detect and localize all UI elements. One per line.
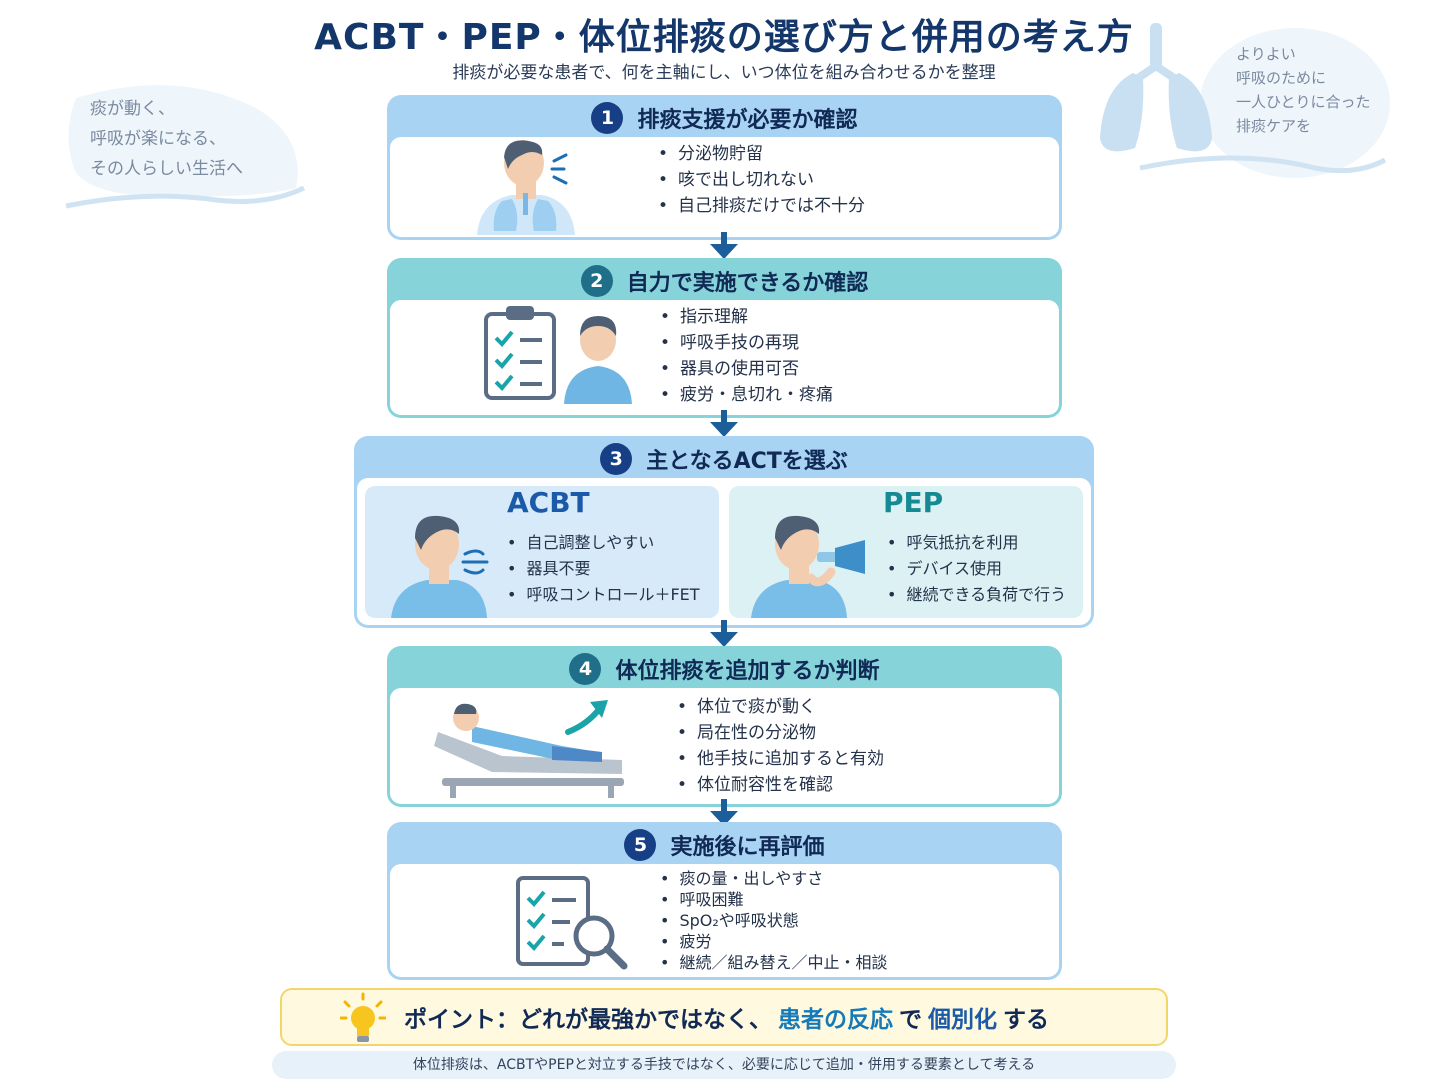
page-title: ACBT・PEP・体位排痰の選び方と併用の考え方 (314, 17, 1134, 58)
step-3-header: 3 主となるACTを選ぶ (354, 436, 1094, 482)
step-title: 排痰支援が必要か確認 (637, 108, 858, 133)
step-2: 2 自力で実施できるか確認 指示理解 呼吸手技の再現 器具の使用可否 疲労・息切… (387, 258, 1062, 418)
list-item: 指示理解 (660, 304, 833, 330)
list-item: 咳で出し切れない (658, 167, 865, 193)
decorative-cloud-left (65, 85, 306, 209)
pep-title: PEP (883, 486, 944, 519)
flow-arrow-down-icon (710, 620, 738, 647)
list-item: 継続できる負荷で行う (887, 582, 1066, 608)
page-subtitle: 排痰が必要な患者で、何を主軸にし、いつ体位を組み合わせるかを整理 (452, 63, 996, 83)
pep-list: 呼気抵抗を利用 デバイス使用 継続できる負荷で行う (887, 530, 1066, 608)
step-title: 実施後に再評価 (670, 835, 825, 860)
step-1-body: 分泌物貯留 咳で出し切れない 自己排痰だけでは不十分 (390, 137, 1059, 237)
step-title: 体位排痰を追加するか判断 (615, 659, 880, 684)
list-item: 呼気抵抗を利用 (887, 530, 1066, 556)
deco-left-text: 痰が動く、 呼吸が楽になる、 その人らしい生活へ (90, 94, 243, 184)
step-2-body: 指示理解 呼吸手技の再現 器具の使用可否 疲労・息切れ・疼痛 (390, 300, 1059, 415)
list-item: 呼吸コントロール＋FET (507, 582, 699, 608)
point-text: ポイント：どれが最強かではなく、患者の反応で個別化する (404, 990, 1049, 1044)
flow-arrow-down-icon (710, 410, 738, 437)
person-icon (564, 316, 632, 404)
step-1-list: 分泌物貯留 咳で出し切れない 自己排痰だけでは不十分 (658, 141, 865, 219)
step-number-badge: 1 (591, 102, 624, 134)
step-2-list: 指示理解 呼吸手技の再現 器具の使用可否 疲労・息切れ・疼痛 (660, 304, 833, 408)
list-item: 呼吸困難 (660, 889, 887, 910)
pep-card: PEP 呼気抵抗を利用 デバイス使用 継続できる負荷で行う (729, 486, 1083, 618)
person-pep-device-icon (751, 515, 865, 618)
list-item: 自己排痰だけでは不十分 (658, 193, 865, 219)
step-title: 主となるACTを選ぶ (646, 449, 848, 474)
point-highlight-individualize: 個別化 (928, 1007, 997, 1033)
step-3: 3 主となるACTを選ぶ ACBT 自己調整しやすい 器具不要 呼吸コントロール… (354, 436, 1094, 628)
step-4: 4 体位排痰を追加するか判断 体位で痰が動く 局在性の分泌物 他手技に追加すると… (387, 646, 1062, 807)
flow-arrow-down-icon (710, 232, 738, 259)
list-item: 体位耐容性を確認 (677, 772, 884, 798)
deco-right-line: 排痰ケアを (1236, 117, 1312, 135)
list-item: 痰の量・出しやすさ (660, 868, 887, 889)
deco-right-text: よりよい 呼吸のために 一人ひとりに合った 排痰ケアを (1236, 42, 1371, 138)
list-item: 疲労 (660, 931, 887, 952)
step-5-body: 痰の量・出しやすさ 呼吸困難 SpO₂や呼吸状態 疲労 継続／組み替え／中止・相… (390, 864, 1059, 977)
list-item: 継続／組み替え／中止・相談 (660, 952, 887, 973)
acbt-title: ACBT (507, 486, 590, 519)
lungs-icon (1100, 23, 1390, 178)
step-2-header: 2 自力で実施できるか確認 (387, 258, 1062, 304)
step-4-body: 体位で痰が動く 局在性の分泌物 他手技に追加すると有効 体位耐容性を確認 (390, 688, 1059, 804)
person-exhaling-icon (391, 515, 489, 618)
deco-left-line: その人らしい生活へ (90, 159, 243, 179)
person-breathing-icon (477, 140, 575, 235)
step-number-badge: 4 (569, 653, 602, 685)
list-item: デバイス使用 (887, 556, 1066, 582)
deco-left-line: 痰が動く、 (90, 99, 175, 119)
point-callout: ポイント：どれが最強かではなく、患者の反応で個別化する (280, 988, 1168, 1046)
flow-arrow-down-icon (710, 799, 738, 826)
step-4-header: 4 体位排痰を追加するか判断 (387, 646, 1062, 692)
lightbulb-icon (340, 992, 386, 1042)
list-item: 呼吸手技の再現 (660, 330, 833, 356)
deco-left-line: 呼吸が楽になる、 (90, 129, 226, 149)
point-highlight-reaction: 患者の反応 (778, 1007, 893, 1033)
step-number-badge: 5 (624, 829, 657, 861)
clipboard-checklist-icon (484, 306, 556, 400)
step-number-badge: 2 (580, 265, 613, 297)
point-prefix: ポイント：どれが最強かではなく、 (404, 1007, 772, 1033)
list-item: 疲労・息切れ・疼痛 (660, 382, 833, 408)
list-item: 体位で痰が動く (677, 694, 884, 720)
acbt-list: 自己調整しやすい 器具不要 呼吸コントロール＋FET (507, 530, 700, 608)
list-item: 他手技に追加すると有効 (677, 746, 884, 772)
step-number-badge: 3 (600, 443, 633, 475)
step-5: 5 実施後に再評価 痰の量・出しやすさ 呼吸困難 SpO₂や呼吸状態 疲労 継続… (387, 822, 1062, 980)
deco-right-line: よりよい (1236, 45, 1296, 63)
list-item: 分泌物貯留 (658, 141, 865, 167)
deco-right-line: 一人ひとりに合った (1236, 93, 1371, 111)
list-item: 器具の使用可否 (660, 356, 833, 382)
list-item: 器具不要 (507, 556, 700, 582)
step-1-header: 1 排痰支援が必要か確認 (387, 95, 1062, 141)
step-4-list: 体位で痰が動く 局在性の分泌物 他手技に追加すると有効 体位耐容性を確認 (677, 694, 884, 798)
step-5-header: 5 実施後に再評価 (387, 822, 1062, 868)
list-item: SpO₂や呼吸状態 (660, 910, 887, 931)
list-item: 自己調整しやすい (507, 530, 700, 556)
step-title: 自力で実施できるか確認 (626, 271, 869, 296)
patient-on-tilted-bed-icon (434, 700, 624, 798)
footnote: 体位排痰は、ACBTやPEPと対立する手技ではなく、必要に応じて追加・併用する要… (272, 1051, 1176, 1079)
step-3-body: ACBT 自己調整しやすい 器具不要 呼吸コントロール＋FET PEP 呼気抵抗… (357, 478, 1091, 625)
step-1: 1 排痰支援が必要か確認 分泌物貯留 咳で出し切れない 自己排痰だけでは不十分 (387, 95, 1062, 240)
acbt-card: ACBT 自己調整しやすい 器具不要 呼吸コントロール＋FET (365, 486, 719, 618)
list-item: 局在性の分泌物 (677, 720, 884, 746)
deco-right-line: 呼吸のために (1236, 69, 1327, 87)
point-suffix: する (1003, 1007, 1049, 1033)
step-5-list: 痰の量・出しやすさ 呼吸困難 SpO₂や呼吸状態 疲労 継続／組み替え／中止・相… (660, 868, 887, 973)
point-mid: で (899, 1007, 922, 1033)
checklist-magnifier-icon (516, 876, 628, 970)
